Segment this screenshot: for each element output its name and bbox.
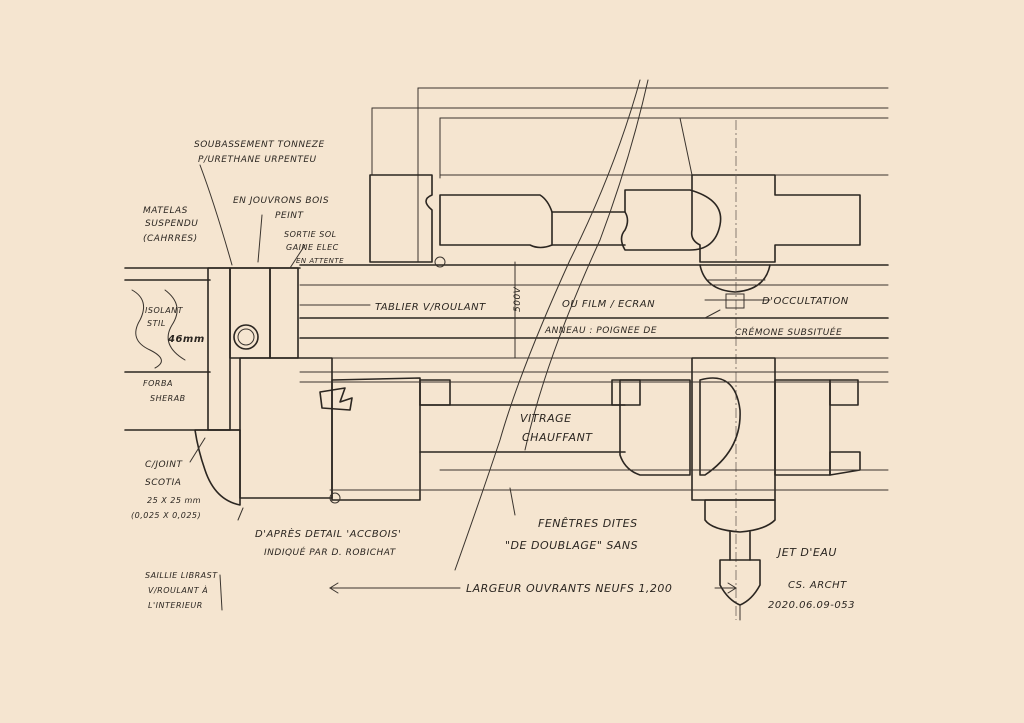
note-joint-3: 25 X 25 mm xyxy=(147,496,201,505)
note-enjouvrons-2: PEINT xyxy=(275,211,305,221)
note-anneau-1: ANNEAU : POIGNEE DE xyxy=(544,326,657,336)
note-largeur: LARGEUR OUVRANTS NEUFS 1,200 xyxy=(466,582,672,595)
note-matelas-3: (CAHRRES) xyxy=(143,234,198,244)
note-sortie-2: GAINE ELEC xyxy=(286,243,339,252)
note-joint-2: SCOTIA xyxy=(145,478,181,488)
sweep-lines xyxy=(454,79,649,571)
note-enjouvrons-1: EN JOUVRONS BOIS xyxy=(233,196,329,206)
note-matelas-2: SUSPENDU xyxy=(145,219,198,229)
leader-lines xyxy=(189,164,721,611)
note-plancher-1: FORBA xyxy=(143,379,173,388)
note-sortie-1: SORTIE SOL xyxy=(284,230,337,239)
note-volet-1: SAILLIE LIBRAST xyxy=(145,571,218,580)
note-vitrage-2: CHAUFFANT xyxy=(522,431,593,444)
note-dim-500: 500V xyxy=(513,286,523,312)
note-detail-1: D'APRÈS DETAIL 'ACCBOIS' xyxy=(255,527,401,540)
note-fenetres-1: FENÊTRES DITES xyxy=(538,517,638,530)
lower-frame-profile xyxy=(239,357,889,504)
upper-rail-profile xyxy=(299,174,889,293)
note-isolant-1: ISOLANT xyxy=(145,306,184,315)
note-tablier: TABLIER V/ROULANT xyxy=(375,302,486,313)
note-film: OU FILM / ECRAN xyxy=(562,299,655,310)
note-detail-2: INDIQUÉ PAR D. ROBICHAT xyxy=(264,546,397,558)
upper-frame-lines xyxy=(371,87,889,263)
note-vitrage-1: VITRAGE xyxy=(520,412,572,425)
note-joint-4: (0,025 X 0,025) xyxy=(131,511,201,520)
note-fenetres-2: "DE DOUBLAGE" SANS xyxy=(505,539,638,552)
note-soubassement-1: SOUBASSEMENT TONNEZE xyxy=(194,140,325,150)
note-anneau-2: CRÉMONE SUBSITUÉE xyxy=(735,326,842,338)
note-soubassement-2: P/URETHANE URPENTEU xyxy=(198,155,317,165)
note-isolant-2: STIL xyxy=(147,319,166,328)
annotations: SOUBASSEMENT TONNEZE P/URETHANE URPENTEU… xyxy=(131,140,855,611)
blind-band xyxy=(299,261,889,373)
note-jet: JET D'EAU xyxy=(776,546,837,559)
note-signature: CS. ARCHT xyxy=(788,580,847,591)
note-joint-1: C/JOINT xyxy=(145,460,183,470)
note-isolant-3: 46mm xyxy=(167,334,205,345)
note-plancher-2: SHERAB xyxy=(150,394,186,403)
dimension-line xyxy=(329,582,737,594)
note-sortie-3: EN ATTENTE xyxy=(296,257,344,265)
note-volet-3: L'INTERIEUR xyxy=(148,601,203,610)
note-occultation: D'OCCULTATION xyxy=(762,296,849,307)
note-matelas-1: MATELAS xyxy=(143,206,188,216)
drip-detail xyxy=(704,499,776,621)
wall-assembly xyxy=(124,267,301,506)
note-date-ref: 2020.06.09-053 xyxy=(768,600,855,611)
note-volet-2: V/ROULANT À xyxy=(148,584,208,595)
